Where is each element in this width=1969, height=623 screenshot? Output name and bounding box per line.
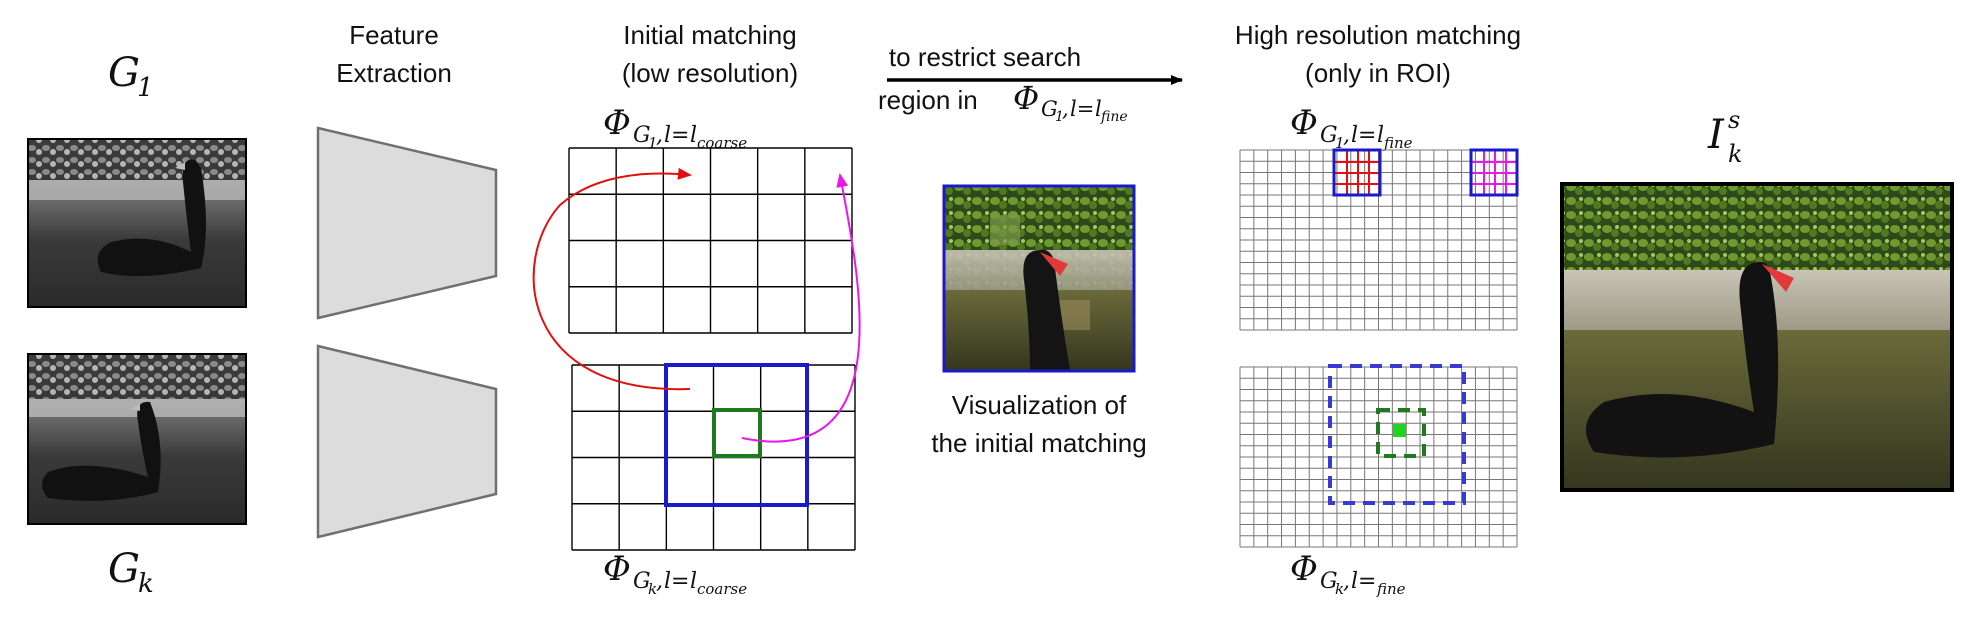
svg-text:,: , (1343, 123, 1350, 148)
svg-text:s: s (1728, 106, 1740, 134)
svg-text:l=: l= (1070, 97, 1094, 121)
encoder-funnel-top (316, 126, 498, 320)
fine-query-pixel (1393, 424, 1406, 437)
svg-text:k: k (1728, 140, 1743, 168)
svg-text:fine: fine (1100, 109, 1128, 125)
visualization-image (942, 184, 1136, 373)
svg-text:(only in ROI): (only in ROI) (1305, 58, 1451, 88)
svg-text:k: k (138, 569, 154, 599)
search-region-box (664, 363, 809, 507)
phi-gk-fine-label: Φ G k , l= fine (1290, 549, 1406, 598)
svg-text:,: , (656, 123, 663, 148)
svg-text:1: 1 (137, 73, 154, 103)
phi-g1-coarse-label: Φ G 1 , l= l coarse (603, 103, 747, 152)
svg-text:l: l (690, 569, 697, 594)
roi-magenta-box (1469, 148, 1519, 197)
isk-label: I s k (1707, 106, 1743, 168)
svg-text:G: G (633, 569, 651, 594)
svg-text:the initial matching: the initial matching (931, 428, 1146, 458)
red-match-arrow (532, 167, 692, 391)
svg-text:G: G (1320, 123, 1338, 148)
svg-text:I: I (1707, 112, 1725, 158)
magenta-match-arrow (741, 173, 861, 443)
fine-query-window (1376, 408, 1426, 458)
svg-text:l=: l= (664, 569, 689, 594)
svg-text:Φ: Φ (1013, 79, 1039, 117)
svg-text:l=: l= (1351, 569, 1376, 594)
svg-text:G: G (633, 123, 651, 148)
svg-text:Φ: Φ (603, 549, 631, 589)
svg-text:(low resolution): (low resolution) (622, 58, 798, 88)
svg-text:k: k (648, 580, 657, 598)
svg-text:Φ: Φ (603, 103, 631, 143)
svg-text:1: 1 (1335, 134, 1345, 152)
svg-text:1: 1 (1055, 109, 1064, 125)
svg-text:,: , (656, 569, 663, 594)
initial-matching-title: Initial matching (low resolution) (622, 20, 798, 88)
svg-text:G: G (1320, 569, 1338, 594)
svg-text:Feature: Feature (349, 20, 439, 50)
svg-text:G: G (108, 50, 140, 96)
restrict-search-label: to restrict search region in Φ G 1 , l= … (878, 42, 1128, 125)
svg-text:G: G (1041, 97, 1058, 121)
svg-text:l=: l= (664, 123, 689, 148)
roi-red-box (1332, 148, 1382, 197)
svg-text:l: l (1377, 123, 1384, 148)
svg-text:region in: region in (878, 85, 978, 115)
phi-gk-coarse-label: Φ G k , l= l coarse (603, 549, 747, 598)
gk-label: G k (108, 546, 154, 599)
query-cell-box (712, 408, 762, 458)
svg-text:1: 1 (648, 134, 658, 152)
fine-grid-gk (1239, 366, 1518, 548)
svg-text:,: , (1343, 569, 1350, 594)
svg-text:Φ: Φ (1290, 549, 1318, 589)
g1-label: G 1 (108, 50, 154, 103)
high-res-title: High resolution matching (only in ROI) (1235, 20, 1521, 88)
svg-text:k: k (1335, 580, 1344, 598)
svg-text:coarse: coarse (697, 580, 747, 598)
svg-text:l: l (690, 123, 697, 148)
feature-extraction-title: Feature Extraction (336, 20, 452, 88)
svg-text:fine: fine (1376, 580, 1406, 598)
g1-image (27, 138, 247, 308)
svg-text:High resolution matching: High resolution matching (1235, 20, 1521, 50)
svg-text:Visualization of: Visualization of (952, 390, 1127, 420)
fine-search-window (1328, 364, 1466, 505)
svg-text:Initial matching: Initial matching (623, 20, 796, 50)
svg-text:l: l (1095, 97, 1102, 121)
svg-text:to restrict search: to restrict search (889, 42, 1081, 72)
fine-grid-g1 (1239, 149, 1518, 331)
svg-text:coarse: coarse (697, 134, 747, 152)
svg-text:G: G (108, 546, 140, 592)
coarse-grid-g1 (568, 147, 853, 334)
visualization-caption: Visualization of the initial matching (931, 390, 1146, 458)
svg-text:,: , (1062, 97, 1069, 121)
svg-text:l=: l= (1351, 123, 1376, 148)
svg-text:Extraction: Extraction (336, 58, 452, 88)
encoder-funnel-bottom (316, 344, 498, 539)
gk-image (27, 353, 247, 525)
output-image (1560, 182, 1954, 492)
svg-text:Φ: Φ (1290, 103, 1318, 143)
phi-g1-fine-label: Φ G 1 , l= l fine (1290, 103, 1413, 152)
svg-text:fine: fine (1383, 134, 1413, 152)
